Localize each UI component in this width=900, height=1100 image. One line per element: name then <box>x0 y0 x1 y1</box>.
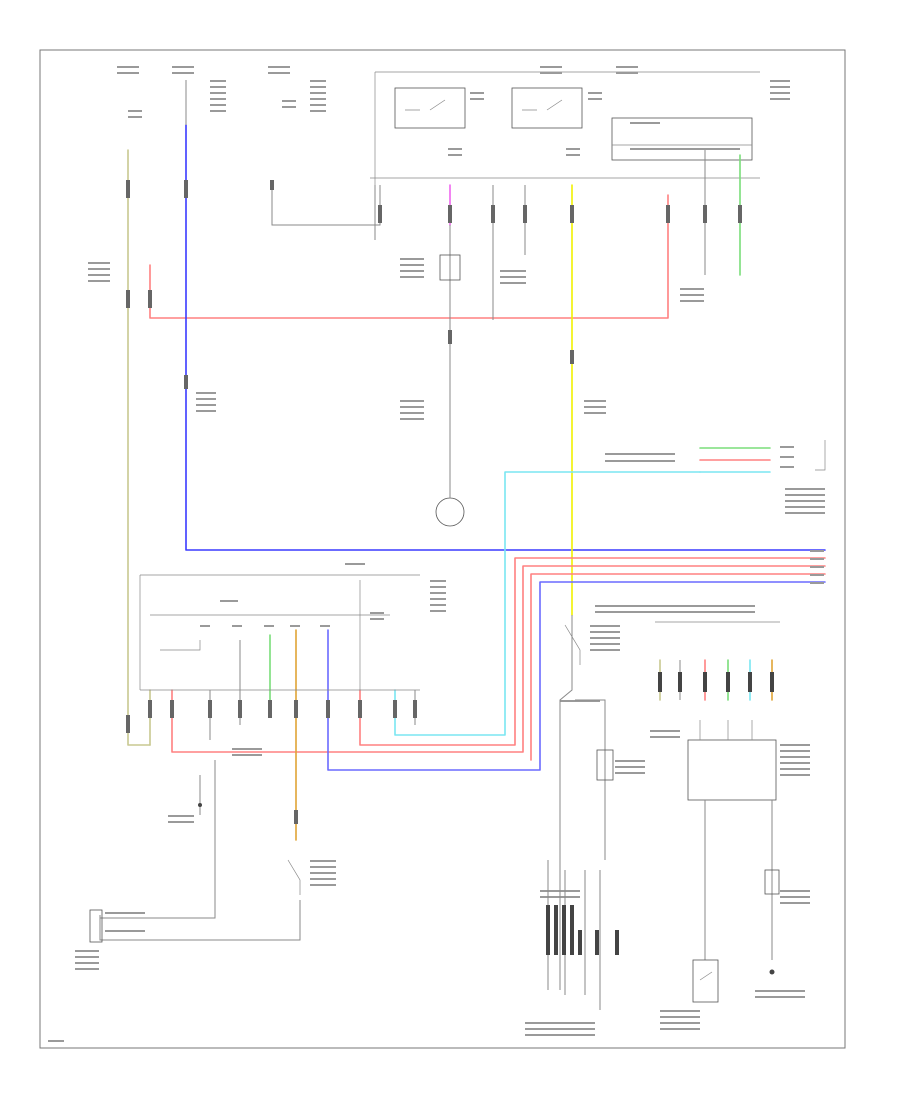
motor-symbol <box>435 254 465 527</box>
wire-gray-a <box>271 180 381 226</box>
switch-lower-left <box>89 760 301 943</box>
connector-marks <box>126 180 742 824</box>
wire-blue-lower <box>327 581 826 771</box>
diagram-frame <box>39 49 846 1049</box>
wire-red-3 <box>530 573 826 761</box>
wire-olive <box>127 149 151 746</box>
bracket-right <box>815 440 826 471</box>
wire-labels <box>48 258 825 1042</box>
wire-cyan-right <box>394 471 701 736</box>
junction-block-top <box>370 71 760 185</box>
top-labels <box>117 66 790 156</box>
wire-red-2 <box>171 565 826 753</box>
wire-red-1 <box>359 557 826 746</box>
wire-blue-main <box>185 124 826 551</box>
connector-lower-right <box>655 621 780 1003</box>
wire-red-top <box>149 194 669 319</box>
switch-lower-center <box>546 615 619 1010</box>
control-module-left <box>139 563 446 756</box>
